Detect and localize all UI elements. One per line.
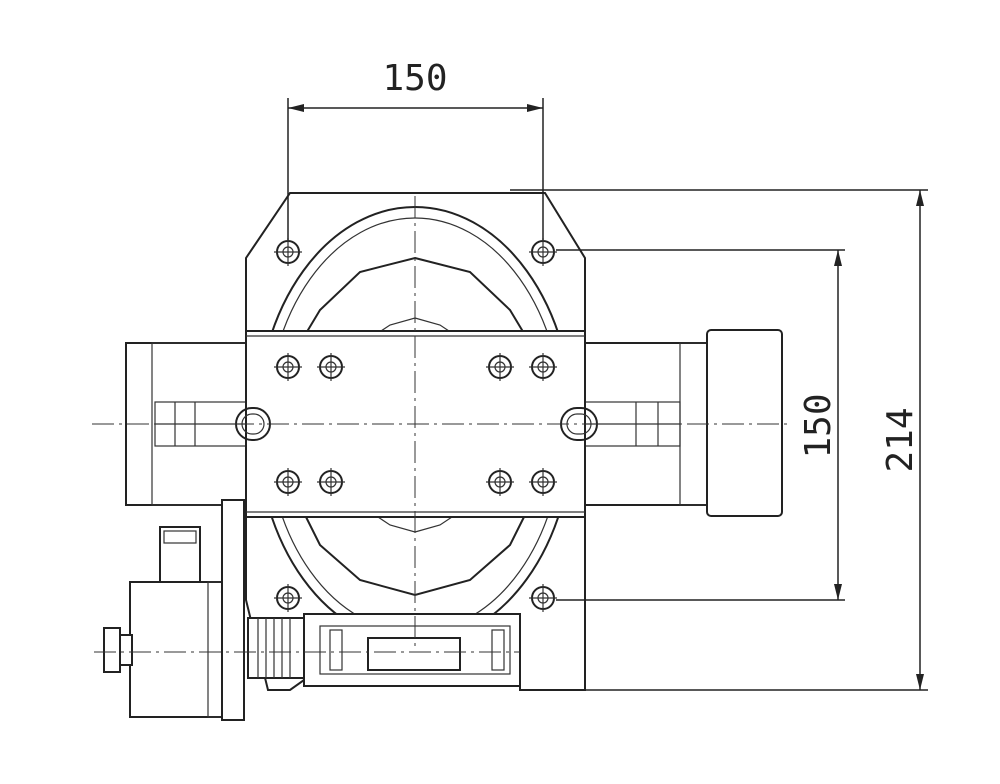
- dimension-label-outer: 214: [880, 407, 921, 472]
- worm-shaft-housing: [303, 613, 521, 687]
- bolt-hole: [529, 353, 557, 381]
- bolt-hole: [529, 468, 557, 496]
- bolt-hole: [274, 584, 302, 612]
- center-lines: [92, 196, 790, 653]
- drive-motor-assembly: [103, 499, 305, 721]
- dimension-outer-height: 214: [510, 189, 928, 691]
- bolt-hole: [274, 238, 302, 266]
- bolt-hole: [274, 468, 302, 496]
- bolt-hole: [317, 353, 345, 381]
- bolt-hole: [529, 584, 557, 612]
- right-end-cap: [706, 329, 783, 517]
- bolt-hole: [274, 353, 302, 381]
- dimension-label-inner: 150: [798, 393, 839, 458]
- dimension-label-top: 150: [382, 58, 447, 99]
- dimension-inner-height: 150: [556, 249, 845, 601]
- bolt-hole: [486, 468, 514, 496]
- dimension-top-width: 150: [287, 58, 544, 240]
- bolt-hole: [486, 353, 514, 381]
- bolt-hole: [317, 468, 345, 496]
- bolt-hole: [529, 238, 557, 266]
- bolt-holes: [274, 238, 557, 612]
